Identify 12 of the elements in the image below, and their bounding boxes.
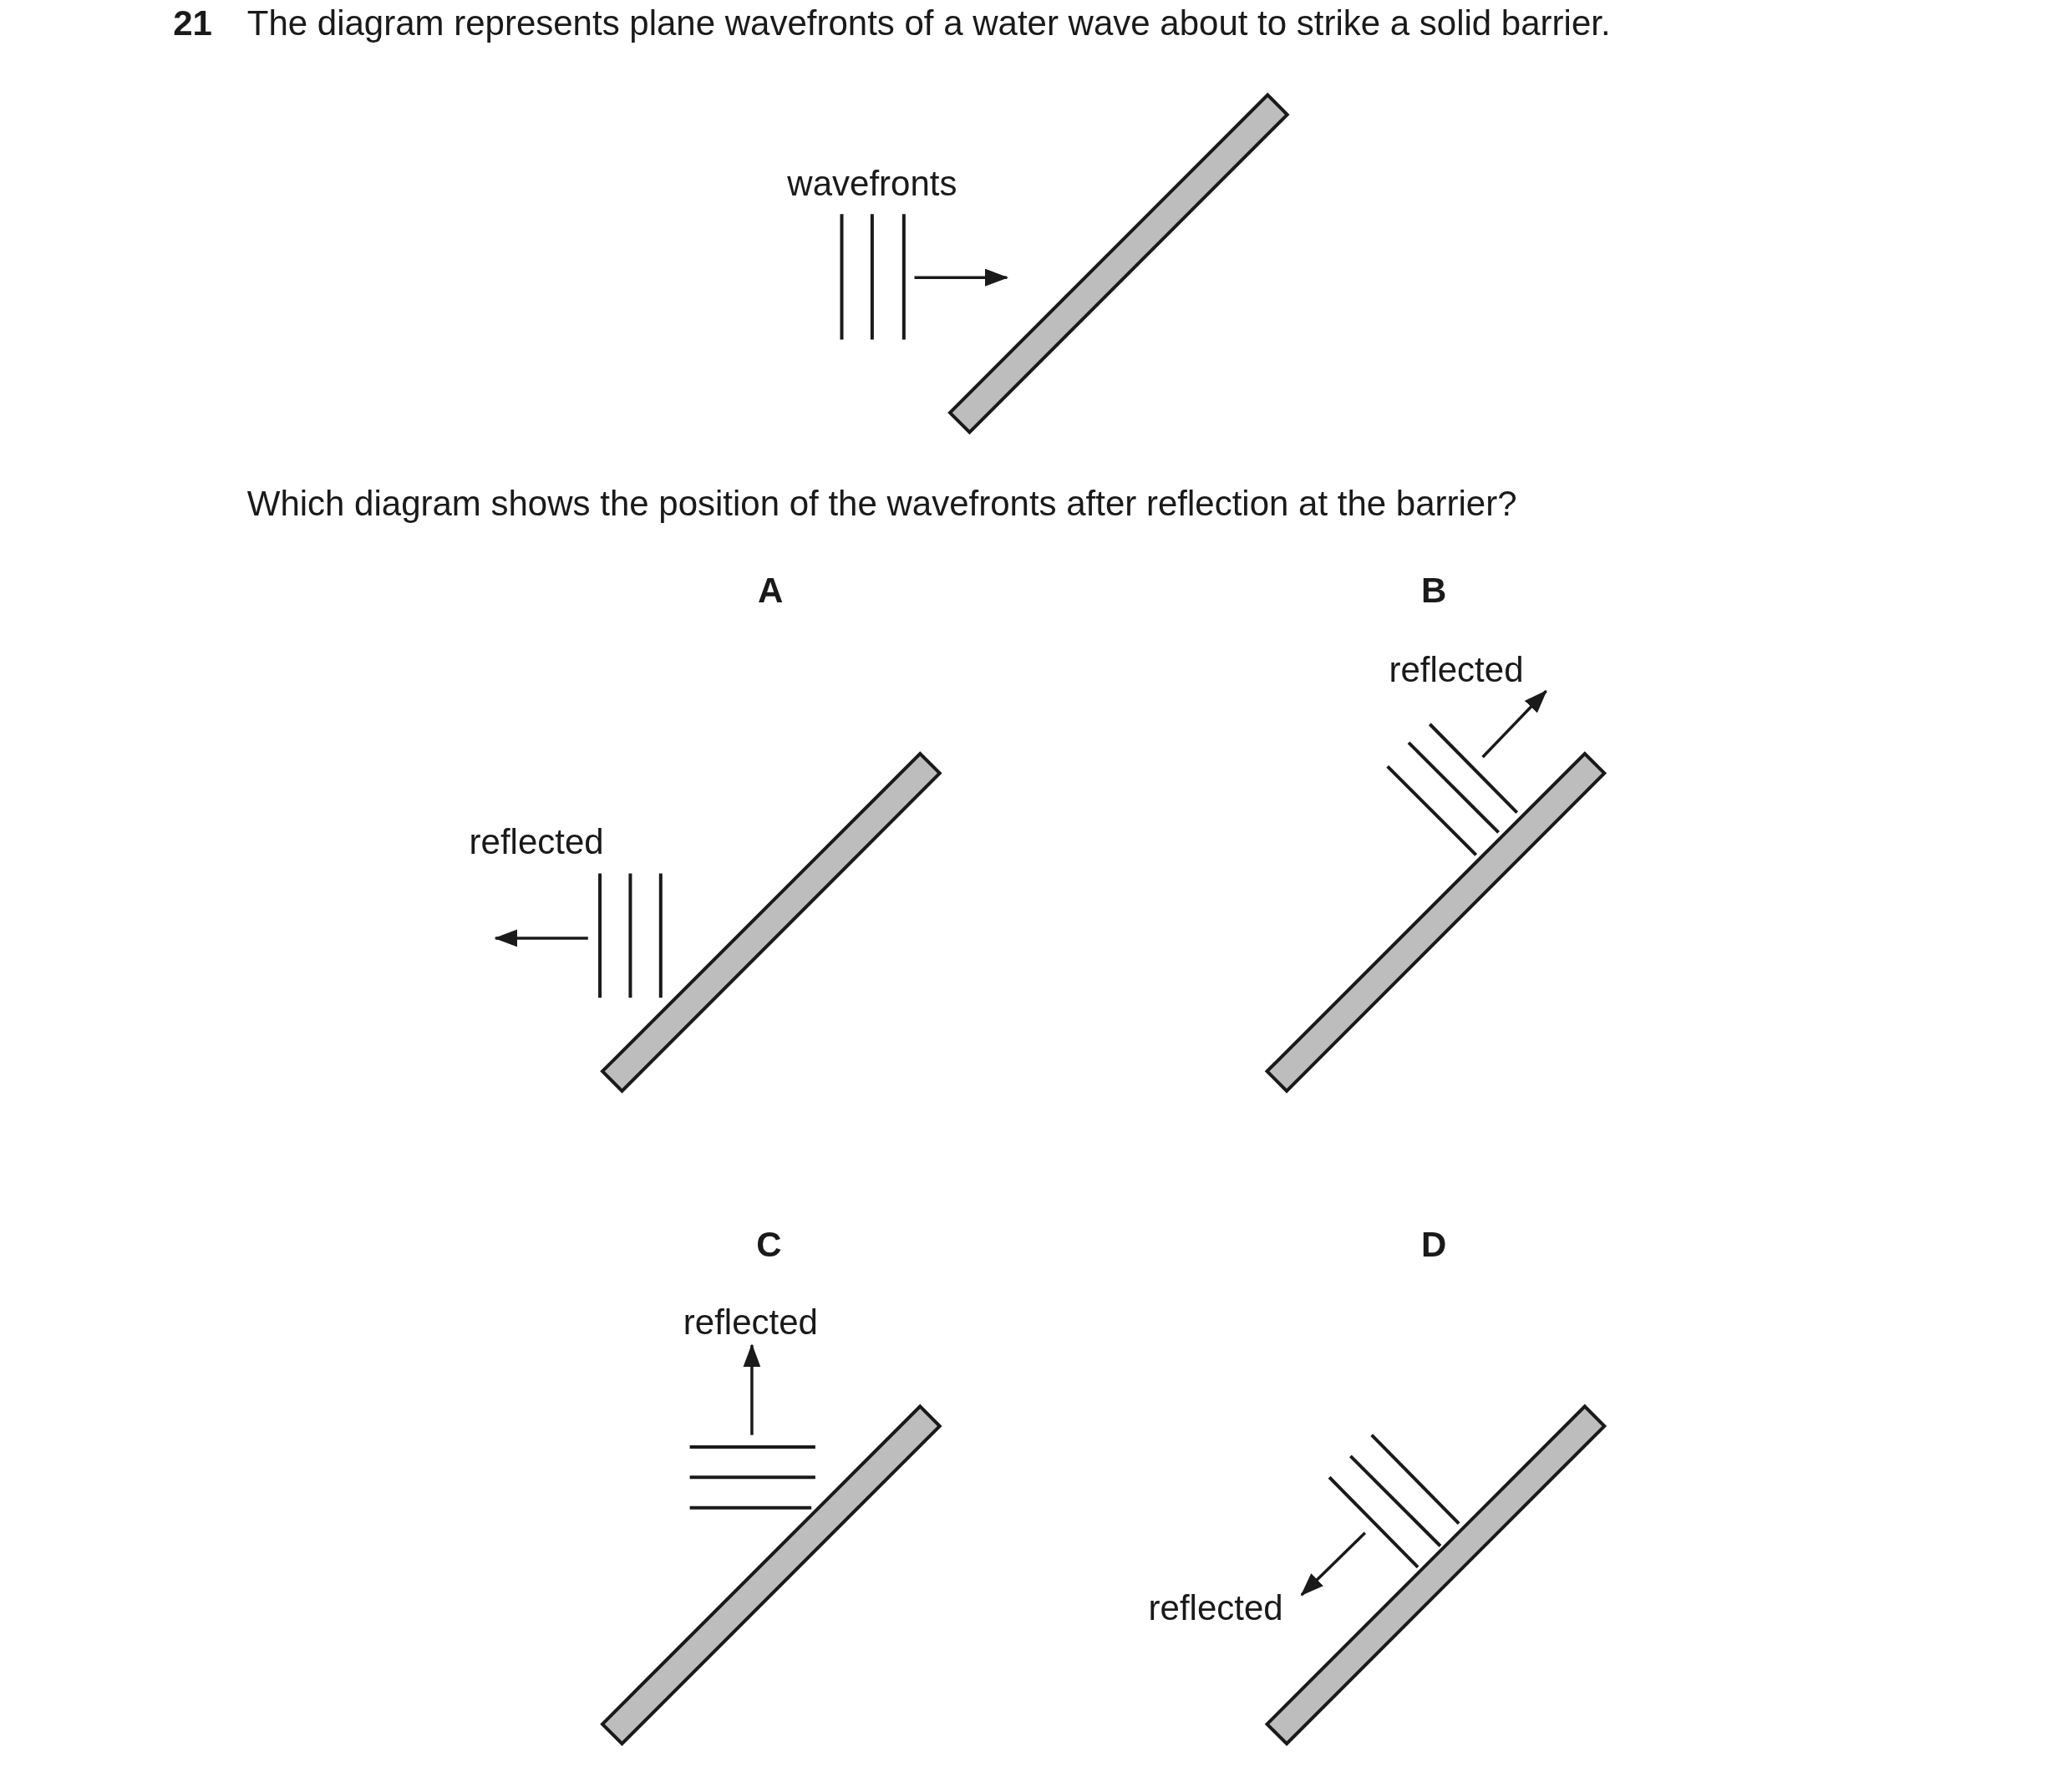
question-number: 21 xyxy=(173,3,212,44)
option-letter: A xyxy=(757,570,784,612)
wavefronts-label: wavefronts xyxy=(787,163,957,204)
option-letter: B xyxy=(1420,570,1447,612)
option-letter: C xyxy=(756,1224,782,1266)
question-text: Which diagram shows the position of the wavefronts after reflection at the barrier? xyxy=(246,483,1517,524)
option-letter: D xyxy=(1420,1224,1447,1266)
question-text: The diagram represents plane wavefronts of a water wave about to strike a solid barrier. xyxy=(246,3,1611,44)
reflected-label: reflected xyxy=(683,1302,818,1343)
reflected-label: reflected xyxy=(1148,1587,1283,1628)
reflected-label: reflected xyxy=(469,821,604,862)
reflected-label: reflected xyxy=(1389,649,1524,690)
